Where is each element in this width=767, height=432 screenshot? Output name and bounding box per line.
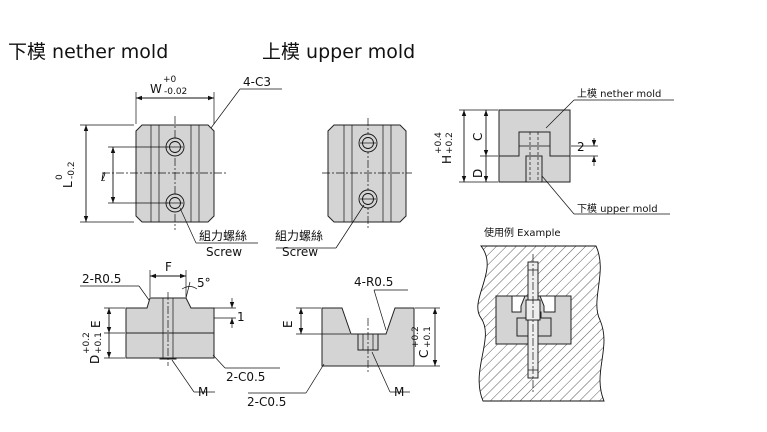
length-tol-minus: -0.2 bbox=[67, 161, 77, 179]
screw-label-cn-right: 組力螺絲 bbox=[275, 228, 323, 243]
nether-d-label: D bbox=[88, 355, 102, 364]
usage-example-drawing bbox=[477, 245, 605, 402]
length-dim-group: L 0 -0.2 bbox=[55, 161, 77, 188]
upper-section-view bbox=[248, 289, 440, 394]
h-tol-plus: +0.4 bbox=[434, 132, 444, 154]
upper-e-dim-group: E bbox=[281, 320, 295, 328]
h-dim-label: H bbox=[440, 155, 454, 164]
upper-c-label: C bbox=[417, 350, 431, 358]
nether-section-view bbox=[80, 270, 280, 393]
screw-label-en-right: Screw bbox=[282, 245, 318, 259]
upper-chamfer-label: 2-C0.5 bbox=[247, 395, 286, 409]
upper-e-label: E bbox=[281, 320, 295, 328]
nether-radius-label: 2-R0.5 bbox=[82, 272, 121, 286]
d-dim-group: D bbox=[471, 169, 485, 178]
c-dim-label: C bbox=[471, 133, 485, 141]
upper-top-view bbox=[276, 118, 412, 249]
length-tol-plus: 0 bbox=[55, 174, 65, 180]
pitch-label: ℓ bbox=[100, 170, 106, 184]
nether-d-tol-plus: +0.2 bbox=[82, 332, 92, 354]
nether-angle-label: 5° bbox=[197, 276, 211, 290]
screw-label-en-left: Screw bbox=[206, 245, 242, 259]
nether-step-label: 1 bbox=[237, 310, 245, 324]
assembled-side-view bbox=[459, 99, 674, 215]
gap-dim-label: 2 bbox=[577, 140, 585, 154]
length-dim-label: L bbox=[61, 181, 75, 188]
upper-c-tol-minus: +0.1 bbox=[423, 326, 433, 348]
h-tol-minus: +0.2 bbox=[445, 132, 455, 154]
h-dim-group: H +0.4 +0.2 bbox=[434, 132, 455, 164]
label-upper-mold-side: 上模 nether mold bbox=[577, 88, 661, 100]
title-usage-example: 使用例 Example bbox=[484, 226, 561, 239]
width-tol-plus: +0 bbox=[163, 75, 177, 85]
upper-c-tol-plus: +0.2 bbox=[411, 326, 421, 348]
label-lower-mold-side: 下模 upper mold bbox=[577, 203, 658, 215]
c-dim-group: C bbox=[471, 133, 485, 141]
nether-d-tol-minus: +0.1 bbox=[94, 332, 104, 354]
nether-m-label: M bbox=[198, 385, 208, 399]
width-dim-label: W bbox=[150, 82, 162, 96]
title-upper-mold: 上模 upper mold bbox=[262, 41, 415, 63]
upper-c-dim-group: C +0.2 +0.1 bbox=[411, 326, 433, 358]
width-tol-minus: -0.02 bbox=[164, 87, 187, 97]
nether-e-dim-group: E bbox=[89, 320, 103, 328]
nether-top-view bbox=[80, 88, 282, 244]
screw-label-cn-left: 組力螺絲 bbox=[199, 228, 247, 243]
chamfer-4c3-label: 4-C3 bbox=[243, 75, 271, 89]
d-dim-label: D bbox=[471, 169, 485, 178]
title-nether-mold: 下模 nether mold bbox=[8, 41, 168, 63]
upper-radius-label: 4-R0.5 bbox=[354, 275, 393, 289]
nether-chamfer-label: 2-C0.5 bbox=[226, 370, 265, 384]
nether-e-label: E bbox=[89, 320, 103, 328]
nether-f-label: F bbox=[165, 260, 172, 274]
upper-m-label: M bbox=[394, 385, 404, 399]
nether-d-dim-group: D +0.2 +0.1 bbox=[82, 332, 104, 364]
